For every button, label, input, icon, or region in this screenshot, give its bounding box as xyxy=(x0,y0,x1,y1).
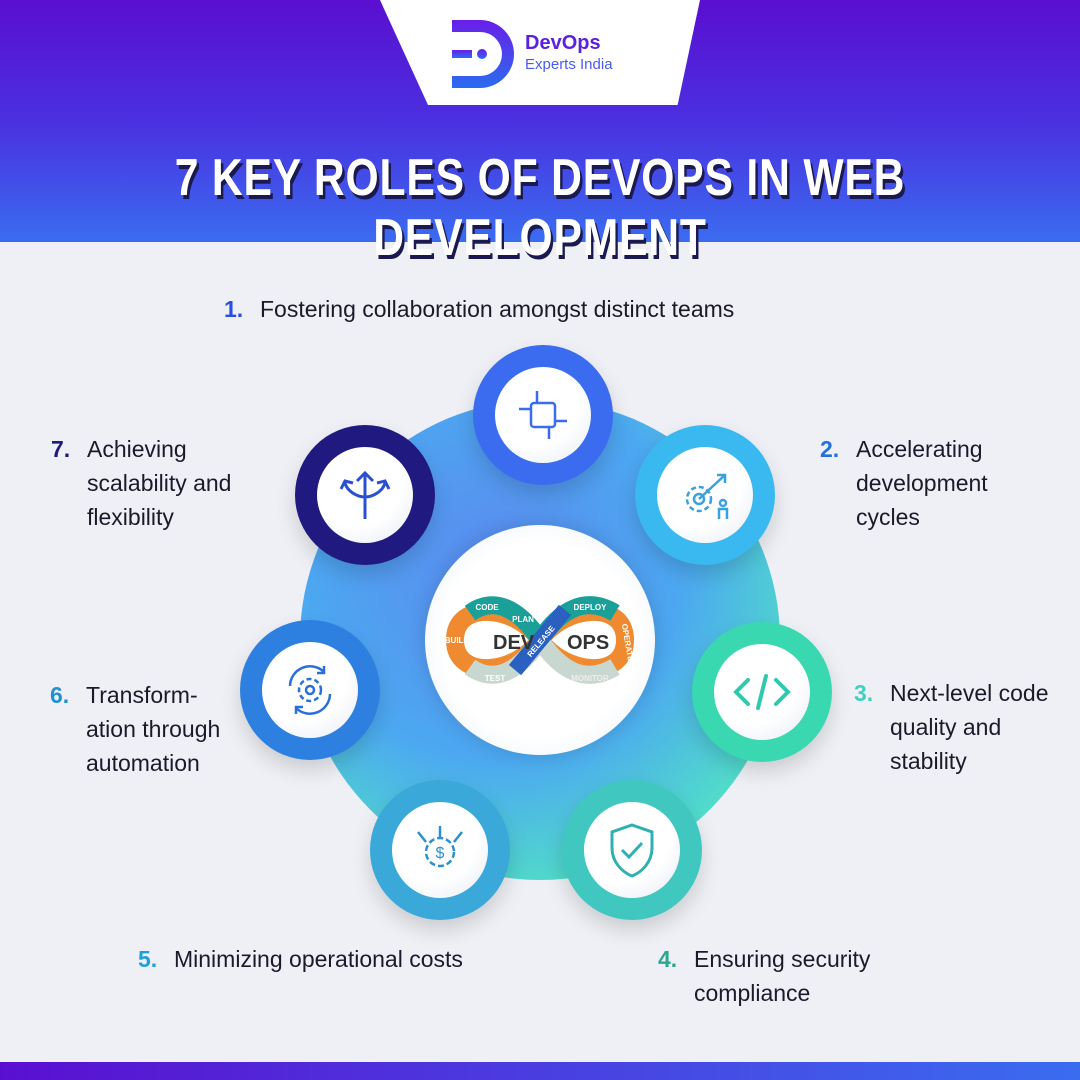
page-title: 7 KEY ROLES OF DEVOPS IN WEB DEVELOPMENT xyxy=(174,149,906,267)
devops-center: DEV OPS CODE BUILD TEST PLAN RELEASE DEP… xyxy=(425,525,655,755)
stage-test: TEST xyxy=(485,674,506,683)
role-4: 4. Ensuring security compliance xyxy=(658,942,924,1010)
stage-deploy: DEPLOY xyxy=(574,603,608,612)
stage-plan: PLAN xyxy=(512,615,534,624)
role-text: Ensuring security compliance xyxy=(694,946,871,1006)
stage-monitor: MONITOR xyxy=(571,674,609,683)
ops-label: OPS xyxy=(567,632,609,654)
role-number: 5. xyxy=(138,946,158,972)
role-number: 4. xyxy=(658,946,678,972)
logo-icon xyxy=(452,20,514,88)
automation-gear-icon xyxy=(288,665,332,715)
node-code-quality xyxy=(692,622,832,762)
role-text: Fostering collaboration amongst distinct… xyxy=(260,296,735,322)
role-3: 3. Next-level code quality and stability xyxy=(854,676,1060,778)
role-text: Achieving scalability and flexibility xyxy=(87,436,232,530)
role-text: Accelerating development cycles xyxy=(856,436,988,530)
node-scalability xyxy=(295,425,435,565)
hands-collaboration-icon xyxy=(519,391,567,439)
node-costs: $ xyxy=(370,780,510,920)
shield-check-icon xyxy=(610,823,654,878)
brand-name: DevOps xyxy=(525,32,601,54)
gear-growth-icon xyxy=(685,473,729,519)
node-accelerating xyxy=(635,425,775,565)
role-number: 1. xyxy=(224,296,244,322)
dev-label: DEV xyxy=(493,632,535,654)
node-automation xyxy=(240,620,380,760)
role-number: 6. xyxy=(50,682,70,708)
code-icon xyxy=(733,674,791,710)
role-text: Next-level code quality and stability xyxy=(890,680,1049,774)
role-1: 1. Fostering collaboration amongst distin… xyxy=(224,292,860,326)
bottom-bar xyxy=(0,1062,1080,1080)
svg-text:$: $ xyxy=(436,845,445,862)
role-number: 3. xyxy=(854,680,874,706)
dollar-gear-icon: $ xyxy=(417,826,463,868)
role-2: 2. Accelerating development cycles xyxy=(820,432,1036,534)
role-5: 5. Minimizing operational costs xyxy=(138,942,464,976)
split-arrows-icon xyxy=(339,470,391,519)
role-6: 6. Transform-ation through automation xyxy=(50,678,236,780)
node-security xyxy=(562,780,702,920)
logo-plate xyxy=(380,0,700,105)
stage-build: BUILD xyxy=(445,636,470,645)
node-collaboration xyxy=(473,345,613,485)
role-number: 7. xyxy=(51,436,71,462)
stage-code: CODE xyxy=(475,603,499,612)
role-7: 7. Achieving scalability and flexibility xyxy=(51,432,277,534)
devops-infinity-icon: DEV OPS CODE BUILD TEST PLAN RELEASE DEP… xyxy=(445,596,635,684)
role-text: Minimizing operational costs xyxy=(174,946,463,972)
brand-tagline: Experts India xyxy=(525,56,613,73)
role-number: 2. xyxy=(820,436,840,462)
role-text: Transform-ation through automation xyxy=(86,682,221,776)
